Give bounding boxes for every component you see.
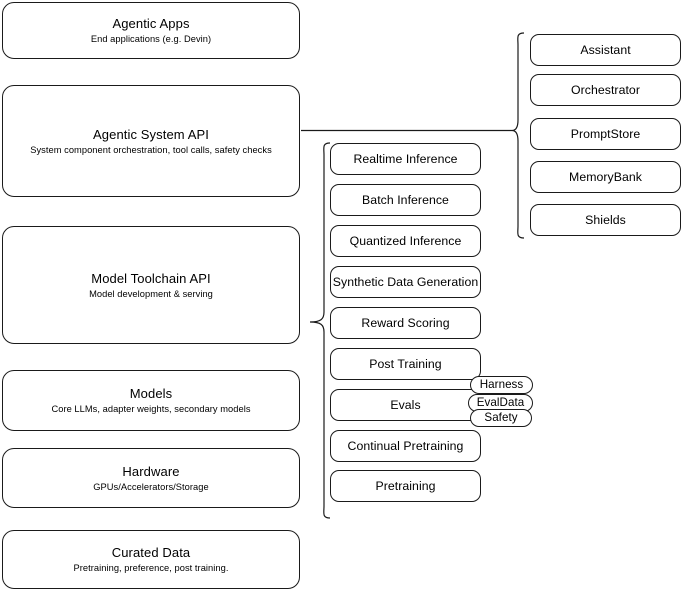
layer-subtitle: System component orchestration, tool cal… (30, 144, 272, 155)
toolchain-item-label: Evals (390, 397, 421, 412)
layer-subtitle: Core LLMs, adapter weights, secondary mo… (51, 404, 251, 414)
toolchain-item-realtime-inference[interactable]: Realtime Inference (330, 143, 481, 175)
toolchain-item-label: Pretraining (375, 478, 436, 493)
toolchain-item-label: Reward Scoring (361, 315, 450, 330)
evals-subcomponent-label: Harness (479, 378, 524, 391)
brace-toolchain-components (309, 142, 331, 519)
toolchain-item-label: Quantized Inference (349, 233, 462, 248)
layer-title: Model Toolchain API (91, 270, 211, 286)
toolchain-item-quantized-inference[interactable]: Quantized Inference (330, 225, 481, 257)
layer-box-hardware[interactable]: Hardware GPUs/Accelerators/Storage (2, 448, 300, 508)
layer-title: Curated Data (111, 545, 191, 560)
agentic-component-label: PromptStore (570, 126, 641, 141)
layer-box-curated-data[interactable]: Curated Data Pretraining, preference, po… (2, 530, 300, 589)
agentic-component-label: Shields (585, 212, 626, 227)
agentic-component-assistant[interactable]: Assistant (530, 34, 681, 66)
evals-subcomponent-harness[interactable]: Harness (470, 376, 533, 394)
layer-title: Agentic System API (93, 126, 209, 142)
toolchain-item-pretraining[interactable]: Pretraining (330, 470, 481, 502)
layer-box-agentic-apps[interactable]: Agentic Apps End applications (e.g. Devi… (2, 2, 300, 59)
evals-subcomponent-label: EvalData (476, 396, 525, 409)
toolchain-item-label: Post Training (369, 356, 442, 371)
layer-subtitle: Model development & serving (89, 288, 213, 299)
layer-title: Models (129, 386, 173, 401)
evals-subcomponent-safety[interactable]: Safety (470, 409, 532, 427)
toolchain-item-post-training[interactable]: Post Training (330, 348, 481, 380)
toolchain-item-label: Realtime Inference (353, 151, 458, 166)
agentic-component-label: Assistant (580, 42, 631, 57)
layer-box-models[interactable]: Models Core LLMs, adapter weights, secon… (2, 370, 300, 431)
agentic-component-orchestrator[interactable]: Orchestrator (530, 74, 681, 106)
toolchain-item-label: Continual Pretraining (347, 438, 464, 453)
evals-subcomponent-label: Safety (484, 411, 518, 424)
toolchain-item-label: Synthetic Data Generation (332, 274, 479, 289)
layer-subtitle: GPUs/Accelerators/Storage (93, 481, 209, 492)
toolchain-item-evals[interactable]: Evals (330, 389, 481, 421)
agentic-component-memorybank[interactable]: MemoryBank (530, 161, 681, 193)
toolchain-item-label: Batch Inference (362, 192, 449, 207)
agentic-component-promptstore[interactable]: PromptStore (530, 118, 681, 150)
layer-title: Hardware (122, 463, 180, 479)
layer-box-agentic-system-api[interactable]: Agentic System API System component orch… (2, 85, 300, 197)
layer-subtitle: Pretraining, preference, post training. (73, 563, 229, 573)
toolchain-item-synthetic-data-generation[interactable]: Synthetic Data Generation (330, 266, 481, 298)
agentic-component-label: MemoryBank (569, 169, 642, 184)
toolchain-item-continual-pretraining[interactable]: Continual Pretraining (330, 430, 481, 462)
brace-agentic-system-components (511, 32, 525, 239)
layer-subtitle: End applications (e.g. Devin) (90, 34, 212, 44)
layer-box-model-toolchain-api[interactable]: Model Toolchain API Model development & … (2, 226, 300, 344)
toolchain-item-batch-inference[interactable]: Batch Inference (330, 184, 481, 216)
toolchain-item-reward-scoring[interactable]: Reward Scoring (330, 307, 481, 339)
agentic-component-shields[interactable]: Shields (530, 204, 681, 236)
agentic-component-label: Orchestrator (571, 82, 640, 97)
layer-title: Agentic Apps (112, 16, 190, 31)
